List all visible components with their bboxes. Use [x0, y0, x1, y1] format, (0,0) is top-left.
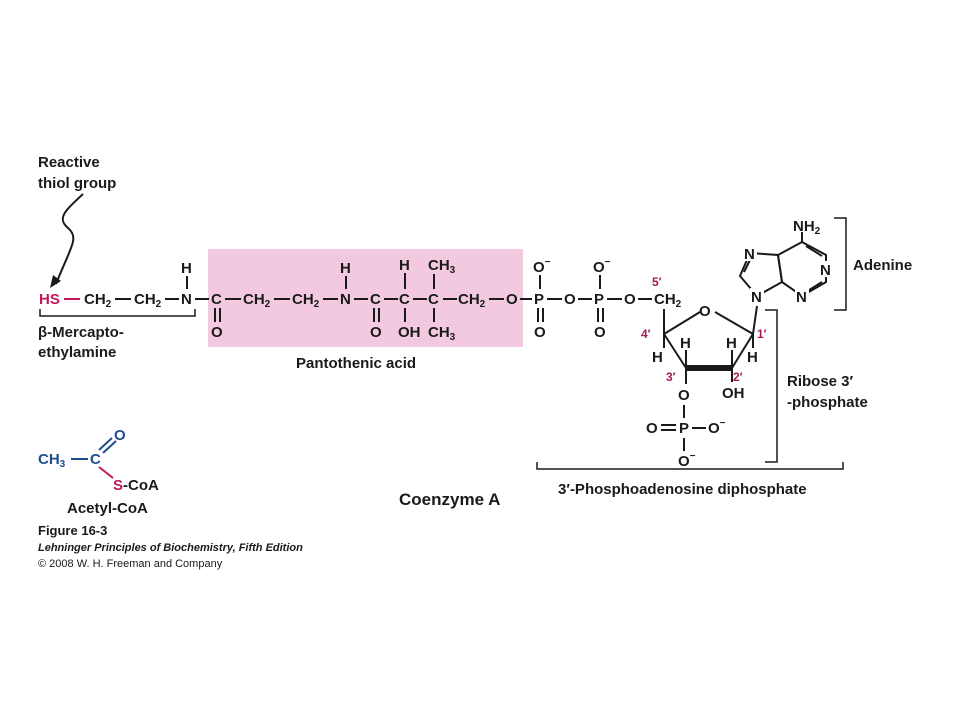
ribose-label-line2: -phosphate	[787, 394, 868, 411]
atom-n2: N	[340, 291, 351, 308]
phosphate-o-right: O−	[708, 418, 726, 437]
ribose-h-c3: H	[680, 335, 691, 352]
mercapto-label-line2: ethylamine	[38, 344, 116, 361]
phosphoadenosine-label: 3′-Phosphoadenosine diphosphate	[558, 481, 807, 498]
atom-ch2-b: CH2	[134, 291, 162, 310]
atom-hs: HS	[39, 291, 60, 308]
atom-h-n2: H	[340, 260, 351, 277]
atom-o-p1-bot: O	[534, 324, 546, 341]
atom-o4: O	[564, 291, 576, 308]
adenine-n1-bg	[819, 261, 833, 277]
adenine-nh2: NH2	[793, 218, 821, 237]
atom-o-minus-p2: O−	[593, 257, 611, 276]
atom-o-p2-bot: O	[594, 324, 606, 341]
atom-c2: C	[370, 291, 381, 308]
adenine-bracket	[834, 217, 847, 311]
acetyl-o: O	[114, 427, 126, 444]
acetyl-bond-c-s	[98, 466, 114, 479]
coenzyme-a-label: Coenzyme A	[399, 490, 500, 509]
caption-copyright: © 2008 W. H. Freeman and Company	[38, 558, 223, 570]
ribose-bond-o-c1	[714, 311, 754, 335]
mercapto-label-line1: β-Mercapto-	[38, 324, 124, 341]
atom-ch3-bot: CH3	[428, 324, 456, 343]
atom-p1: P	[534, 291, 544, 308]
adenine-bond-c1-n9	[752, 305, 758, 335]
ribose-bond-c1-c2	[731, 333, 754, 369]
reactive-thiol-label-line1: Reactive	[38, 154, 100, 171]
acetyl-ch3: CH3	[38, 451, 66, 470]
phosphoadenosine-bracket	[536, 462, 844, 470]
atom-ch3-top: CH3	[428, 257, 456, 276]
adenine-n7: N	[744, 246, 755, 263]
atom-oh-c3: OH	[398, 324, 421, 341]
phosphate-o-bottom: O−	[678, 451, 696, 470]
adenine-n9: N	[751, 289, 762, 306]
acetyl-bond-c-o-b	[102, 440, 117, 454]
ring-number-3: 3′	[666, 370, 676, 384]
mercapto-bracket	[39, 309, 196, 317]
ring-number-2: 2′	[733, 370, 743, 384]
ring-number-5: 5′	[652, 275, 662, 289]
reactive-thiol-label-line2: thiol group	[38, 175, 116, 192]
pantothenic-label: Pantothenic acid	[296, 355, 416, 372]
ribose-bond-c4-o	[663, 311, 701, 335]
ribose-h-c2: H	[726, 335, 737, 352]
ring-number-4: 4′	[641, 327, 651, 341]
adenine-n7-bg	[743, 245, 757, 261]
phosphate-o-bridge: O	[678, 387, 690, 404]
atom-ch2-d: CH2	[292, 291, 320, 310]
atom-n1: N	[181, 291, 192, 308]
atom-o5: O	[624, 291, 636, 308]
atom-ch2-e: CH2	[458, 291, 486, 310]
acetyl-coa-label: Acetyl-CoA	[67, 500, 148, 517]
atom-o2: O	[370, 324, 382, 341]
adenine-n3: N	[796, 289, 807, 306]
phosphate-o-left: O	[646, 420, 658, 437]
atom-c1: C	[211, 291, 222, 308]
atom-h-n1: H	[181, 260, 192, 277]
adenine-n9-bg	[750, 288, 764, 304]
atom-ch2-ribose: CH2	[654, 291, 682, 310]
ribose-bond-c4-c3	[663, 333, 687, 369]
adenine-imidazole-ring	[738, 251, 784, 298]
atom-ch2-c: CH2	[243, 291, 271, 310]
caption-figure-number: Figure 16-3	[38, 523, 107, 538]
ribose-oh-c2: OH	[722, 385, 745, 402]
atom-c3: C	[399, 291, 410, 308]
thiol-arrowhead	[50, 275, 61, 288]
atom-ch2-a: CH2	[84, 291, 112, 310]
atom-h-c3: H	[399, 257, 410, 274]
acetyl-bond-c-o-a	[98, 437, 113, 451]
adenine-n3-bg	[795, 288, 809, 304]
adenine-pyrimidine-ring	[776, 240, 827, 298]
ribose-h-c1: H	[747, 349, 758, 366]
phosphate-p: P	[679, 420, 689, 437]
ring-number-1: 1′	[757, 327, 767, 341]
ribose-h-c4: H	[652, 349, 663, 366]
atom-o-minus-p1: O−	[533, 257, 551, 276]
acetyl-s-coa: S-CoA	[113, 477, 159, 494]
adenine-n1: N	[820, 262, 831, 279]
ribose-label-line1: Ribose 3′	[787, 373, 854, 390]
atom-o1: O	[211, 324, 223, 341]
thiol-arrow	[55, 193, 84, 285]
ribose-bracket	[765, 309, 778, 463]
caption-book-title: Lehninger Principles of Biochemistry, Fi…	[38, 542, 303, 554]
acetyl-c: C	[90, 451, 101, 468]
adenine-double-a	[805, 245, 823, 257]
atom-c4: C	[428, 291, 439, 308]
adenine-label: Adenine	[853, 257, 912, 274]
ribose-ring-oxygen: O	[699, 303, 711, 320]
atom-o3: O	[506, 291, 518, 308]
atom-p2: P	[594, 291, 604, 308]
